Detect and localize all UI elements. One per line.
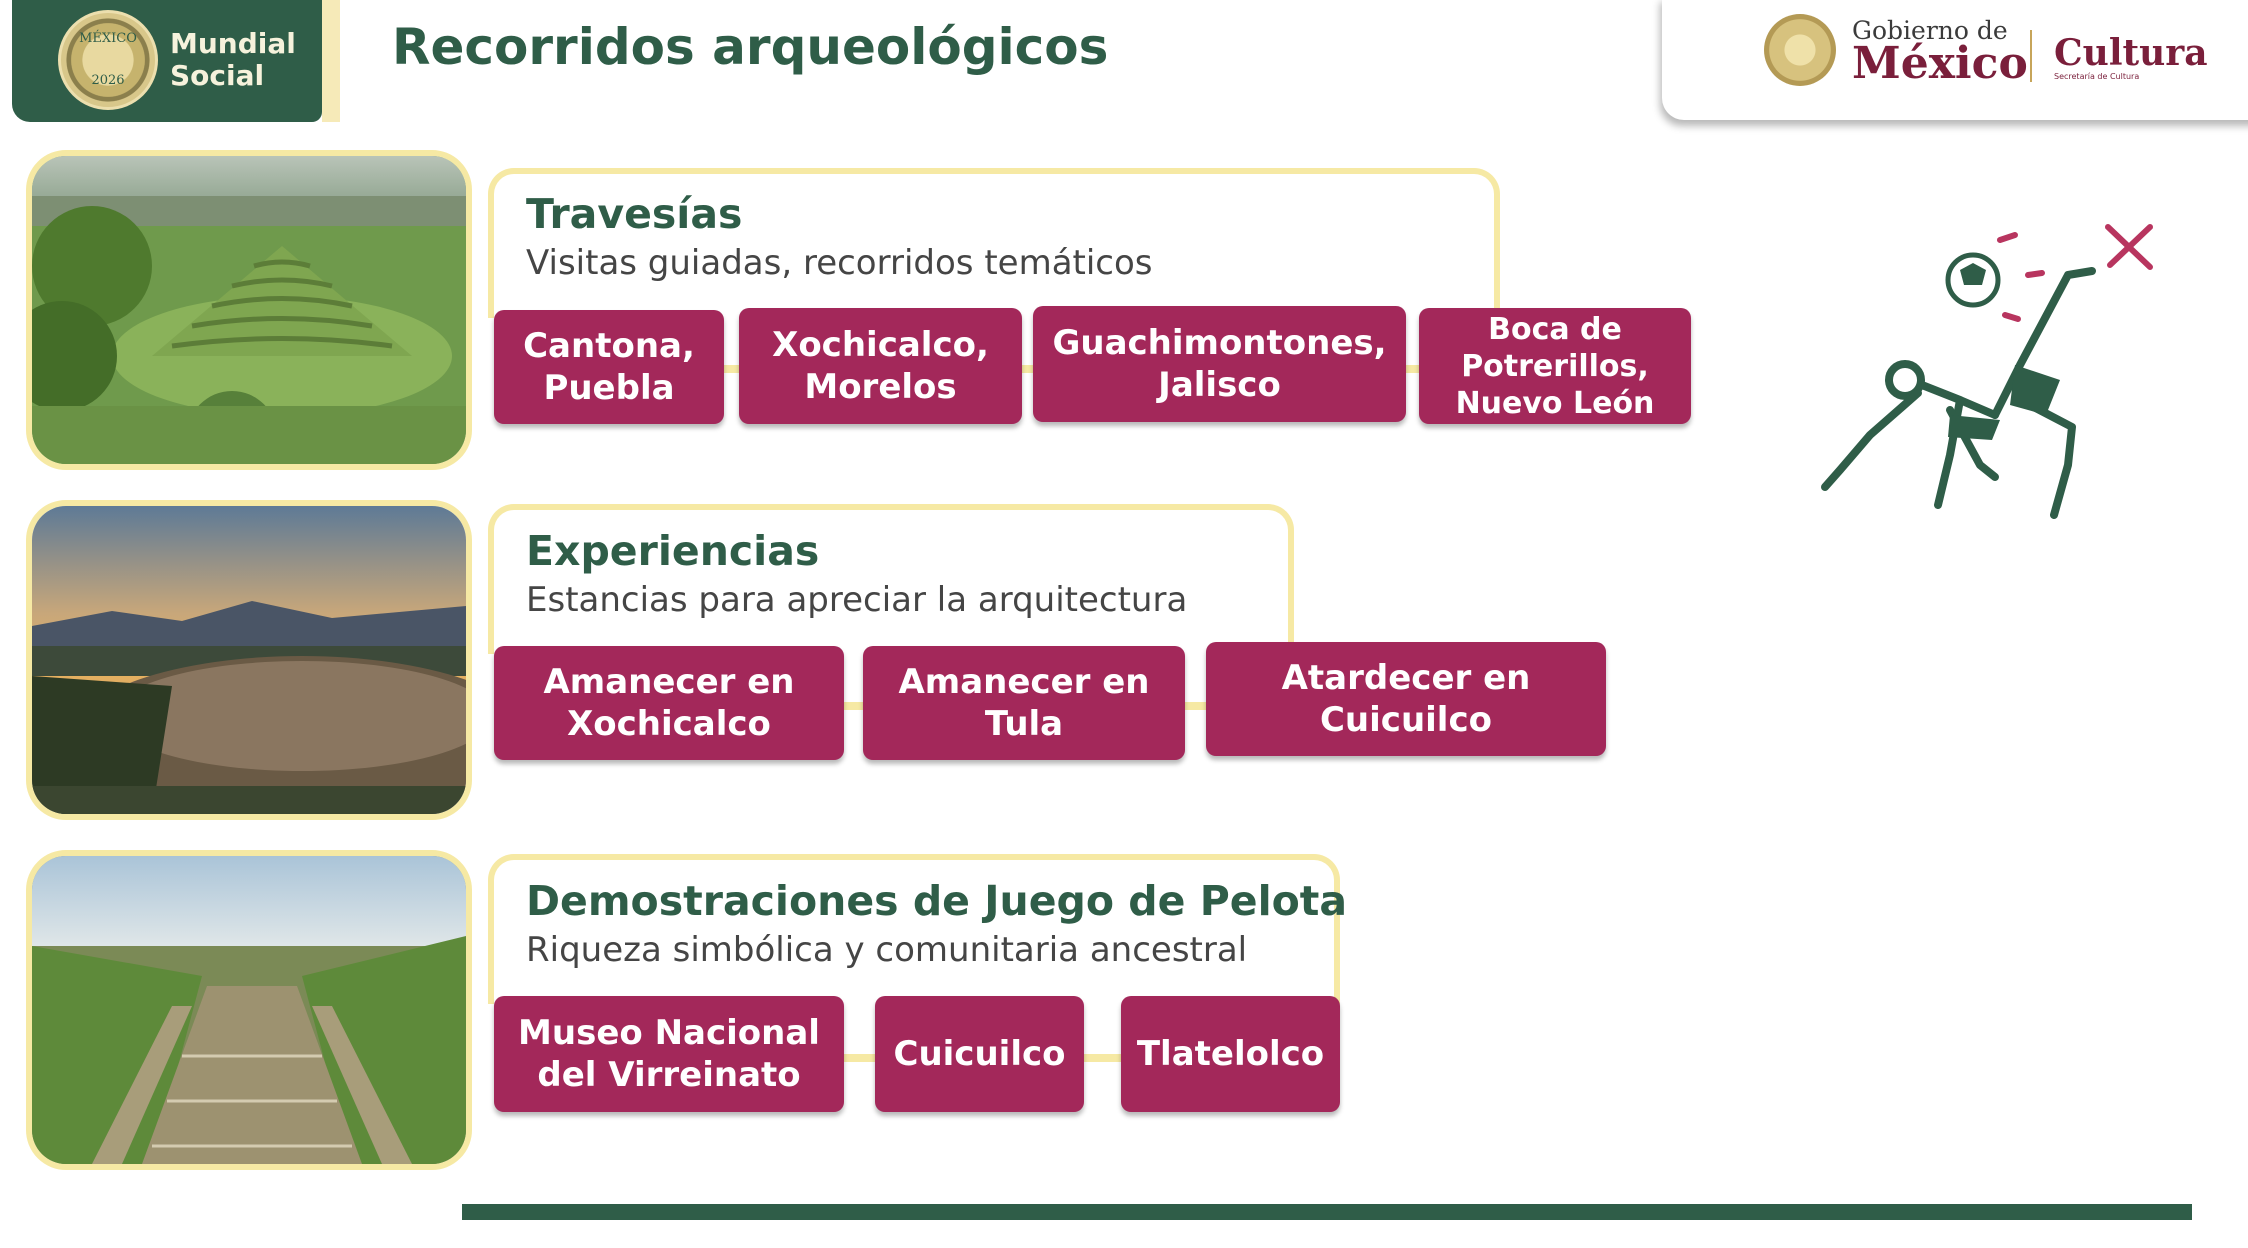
photo-cuicuilco-sunset [26,500,472,820]
logo-divider [2030,30,2032,82]
section-subtitle-juego-de-pelota: Riqueza simbólica y comunitaria ancestra… [526,930,1248,970]
seal-text-top: MÉXICO [79,31,137,46]
seal-text-bottom: 2026 [91,73,125,88]
pill-boca-de-potrerillos[interactable]: Boca de Potrerillos, Nuevo León [1419,308,1691,424]
pill-amanecer-tula[interactable]: Amanecer en Tula [863,646,1185,760]
mexico-text: México [1852,38,2028,89]
soccer-ball-icon [1945,252,2001,308]
badge-title: Mundial Social [170,28,296,92]
section-subtitle-experiencias: Estancias para apreciar la arquitectura [526,580,1188,620]
gobierno-seal-icon [1764,14,1836,86]
photo-ballcourt [26,850,472,1170]
mundial-social-seal-icon: MÉXICO 2026 [58,10,158,110]
badge-title-line2: Social [170,59,265,92]
cultura-subtext: Secretaría de Cultura [2054,72,2140,81]
section-travesias-frame [488,168,1500,318]
footer-bar [462,1204,2192,1220]
page-title: Recorridos arqueológicos [392,18,1109,76]
section-subtitle-travesias: Visitas guiadas, recorridos temáticos [526,243,1153,283]
photo-guachimontones [26,150,472,470]
section-title-experiencias: Experiencias [526,527,820,575]
section-experiencias-frame [488,504,1294,654]
section-title-juego-de-pelota: Demostraciones de Juego de Pelota [526,877,1348,925]
pill-cuicuilco[interactable]: Cuicuilco [875,996,1084,1112]
soccer-player-illustration [1821,224,2153,519]
cultura-text: Cultura [2054,32,2208,74]
pill-guachimontones[interactable]: Guachimontones, Jalisco [1033,306,1406,422]
pill-amanecer-xochicalco[interactable]: Amanecer en Xochicalco [494,646,844,760]
government-logo-card: Gobierno de México Cultura Secretaría de… [1662,0,2248,120]
badge-accent-stripe [322,0,340,122]
gobierno-de-text: Gobierno de [1852,16,2008,45]
pill-cantona[interactable]: Cantona, Puebla [494,310,724,424]
pill-tlatelolco[interactable]: Tlatelolco [1121,996,1340,1112]
pill-museo-virreinato[interactable]: Museo Nacional del Virreinato [494,996,844,1112]
badge-title-line1: Mundial [170,27,296,60]
section-juego-de-pelota-frame [488,854,1340,1004]
pill-atardecer-cuicuilco[interactable]: Atardecer en Cuicuilco [1206,642,1606,756]
pill-xochicalco[interactable]: Xochicalco, Morelos [739,308,1022,424]
section-title-travesias: Travesías [526,190,743,238]
mundial-social-badge: MÉXICO 2026 Mundial Social [12,0,322,122]
